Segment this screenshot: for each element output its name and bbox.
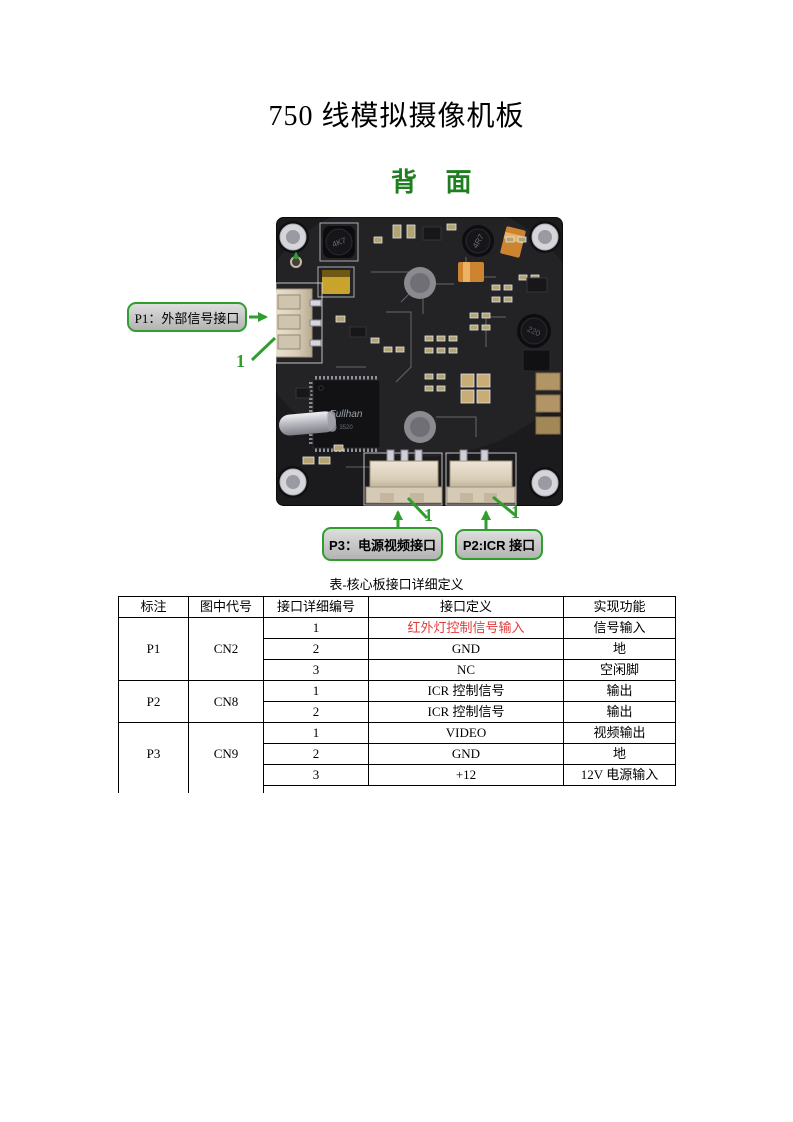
pin-def-cell: ICR 控制信号 [368,680,564,702]
pin-def-cell: GND [368,638,564,660]
pin-func-cell: 输出 [563,680,676,702]
pin-num-cell: 1 [263,617,369,639]
pcb-board-image: 4K7 4R7 [254,197,584,506]
mounting-hole [529,221,561,253]
table-row: P3 CN9 1 VIDEO 视频输出 [118,722,676,786]
group-code-cell: CN2 [188,617,264,681]
connector-p3-pins [386,449,423,463]
callout-p3-label: P3：电源视频接口 [329,537,436,553]
via-hole [290,256,302,268]
pin-func-cell: 信号输入 [563,617,676,639]
pin-def-cell: +12 [368,764,564,786]
p2-pin-marker: 1 [511,502,520,522]
table-header-cell: 标注 [118,596,189,618]
pin-table: 标注 图中代号 接口详细编号 接口定义 实现功能 P1 CN2 1 红外灯控制信… [118,596,676,786]
connector-p1 [273,282,323,364]
tantalum-capacitor [317,266,355,298]
callout-p1: P1：外部信号接口 [127,302,247,332]
table-column-extension [118,786,119,793]
p1-pin-marker: 1 [236,351,245,371]
pin-func-cell: 地 [563,638,676,660]
mounting-hole [529,467,561,499]
pin-func-cell: 视频输出 [563,722,676,744]
group-code-cell: CN9 [188,722,264,786]
table-column-extension [188,786,189,793]
page-title: 750 线模拟摄像机板 [268,101,525,132]
group-label-cell: P3 [118,722,189,786]
mounting-hole [277,221,309,253]
group-label-cell: P1 [118,617,189,681]
callout-p2-label: P2:ICR 接口 [462,538,536,553]
pin-def-cell: NC [368,659,564,681]
callout-p1-label: P1：外部信号接口 [134,310,240,326]
pin-def-cell: GND [368,743,564,765]
connector-p1-pins [309,299,322,347]
p3-pin-marker: 1 [424,505,433,525]
chip-model-label: 3520 [339,425,353,431]
pin-func-cell: 地 [563,743,676,765]
pin-num-cell: 2 [263,701,369,723]
pin-def-cell: VIDEO [368,722,564,744]
smd-passives [302,223,540,465]
table-row: P1 CN2 1 红外灯控制信号输入 信号输入 [118,617,676,681]
callout-p3: P3：电源视频接口 [322,527,443,561]
table-caption: 表-核心板接口详细定义 [329,577,464,592]
pin-func-cell: 12V 电源输入 [563,764,676,786]
electrolytic-capacitors [535,372,561,435]
table-header-cell: 图中代号 [188,596,264,618]
table-header-cell: 接口定义 [368,596,564,618]
chip-brand-label: Fullhan [330,409,363,420]
group-code-cell: CN8 [188,680,264,723]
table-row: P2 CN8 1 ICR 控制信号 输出 [118,680,676,723]
pin-num-cell: 2 [263,638,369,660]
connector-p2 [445,449,517,506]
table-header-cell: 实现功能 [563,596,676,618]
inductor-4k7: 4K7 [319,222,359,262]
mounting-hole [277,466,309,498]
table-column-extension [263,786,264,793]
pin-func-cell: 输出 [563,701,676,723]
table-header-cell: 接口详细编号 [263,596,369,618]
pin-num-cell: 2 [263,743,369,765]
pcb-photo: 4K7 4R7 [254,197,584,506]
table-row: 3 +12 12V 电源输入 [119,764,676,786]
p1-pin-line [250,336,277,362]
group-label-cell: P2 [118,680,189,723]
inductor-4r7: 4R7 [462,225,494,257]
pin-def-cell: ICR 控制信号 [368,701,564,723]
board-side-label: 背 面 [391,168,472,197]
board-hole [404,267,436,299]
pin-def-cell: 红外灯控制信号输入 [368,617,564,639]
smd-block [522,349,551,372]
table-header-row: 标注 图中代号 接口详细编号 接口定义 实现功能 [118,596,676,618]
board-hole [404,411,436,443]
crystal-oscillator [279,410,337,436]
tantalum-capacitor [458,262,484,282]
pin-num-cell: 1 [263,680,369,702]
pin-num-cell: 3 [263,659,369,681]
smd-transistors [295,226,548,399]
inductor-220: 220 [517,314,551,348]
pin-func-cell: 空闲脚 [563,659,676,681]
callout-p2: P2:ICR 接口 [455,529,543,560]
table-row: 2 GND 地 [119,638,676,660]
pin-num-cell: 3 [263,764,369,786]
table-row: 2 ICR 控制信号 输出 [119,701,676,723]
smd-pads-quad [460,373,491,404]
pin-num-cell: 1 [263,722,369,744]
